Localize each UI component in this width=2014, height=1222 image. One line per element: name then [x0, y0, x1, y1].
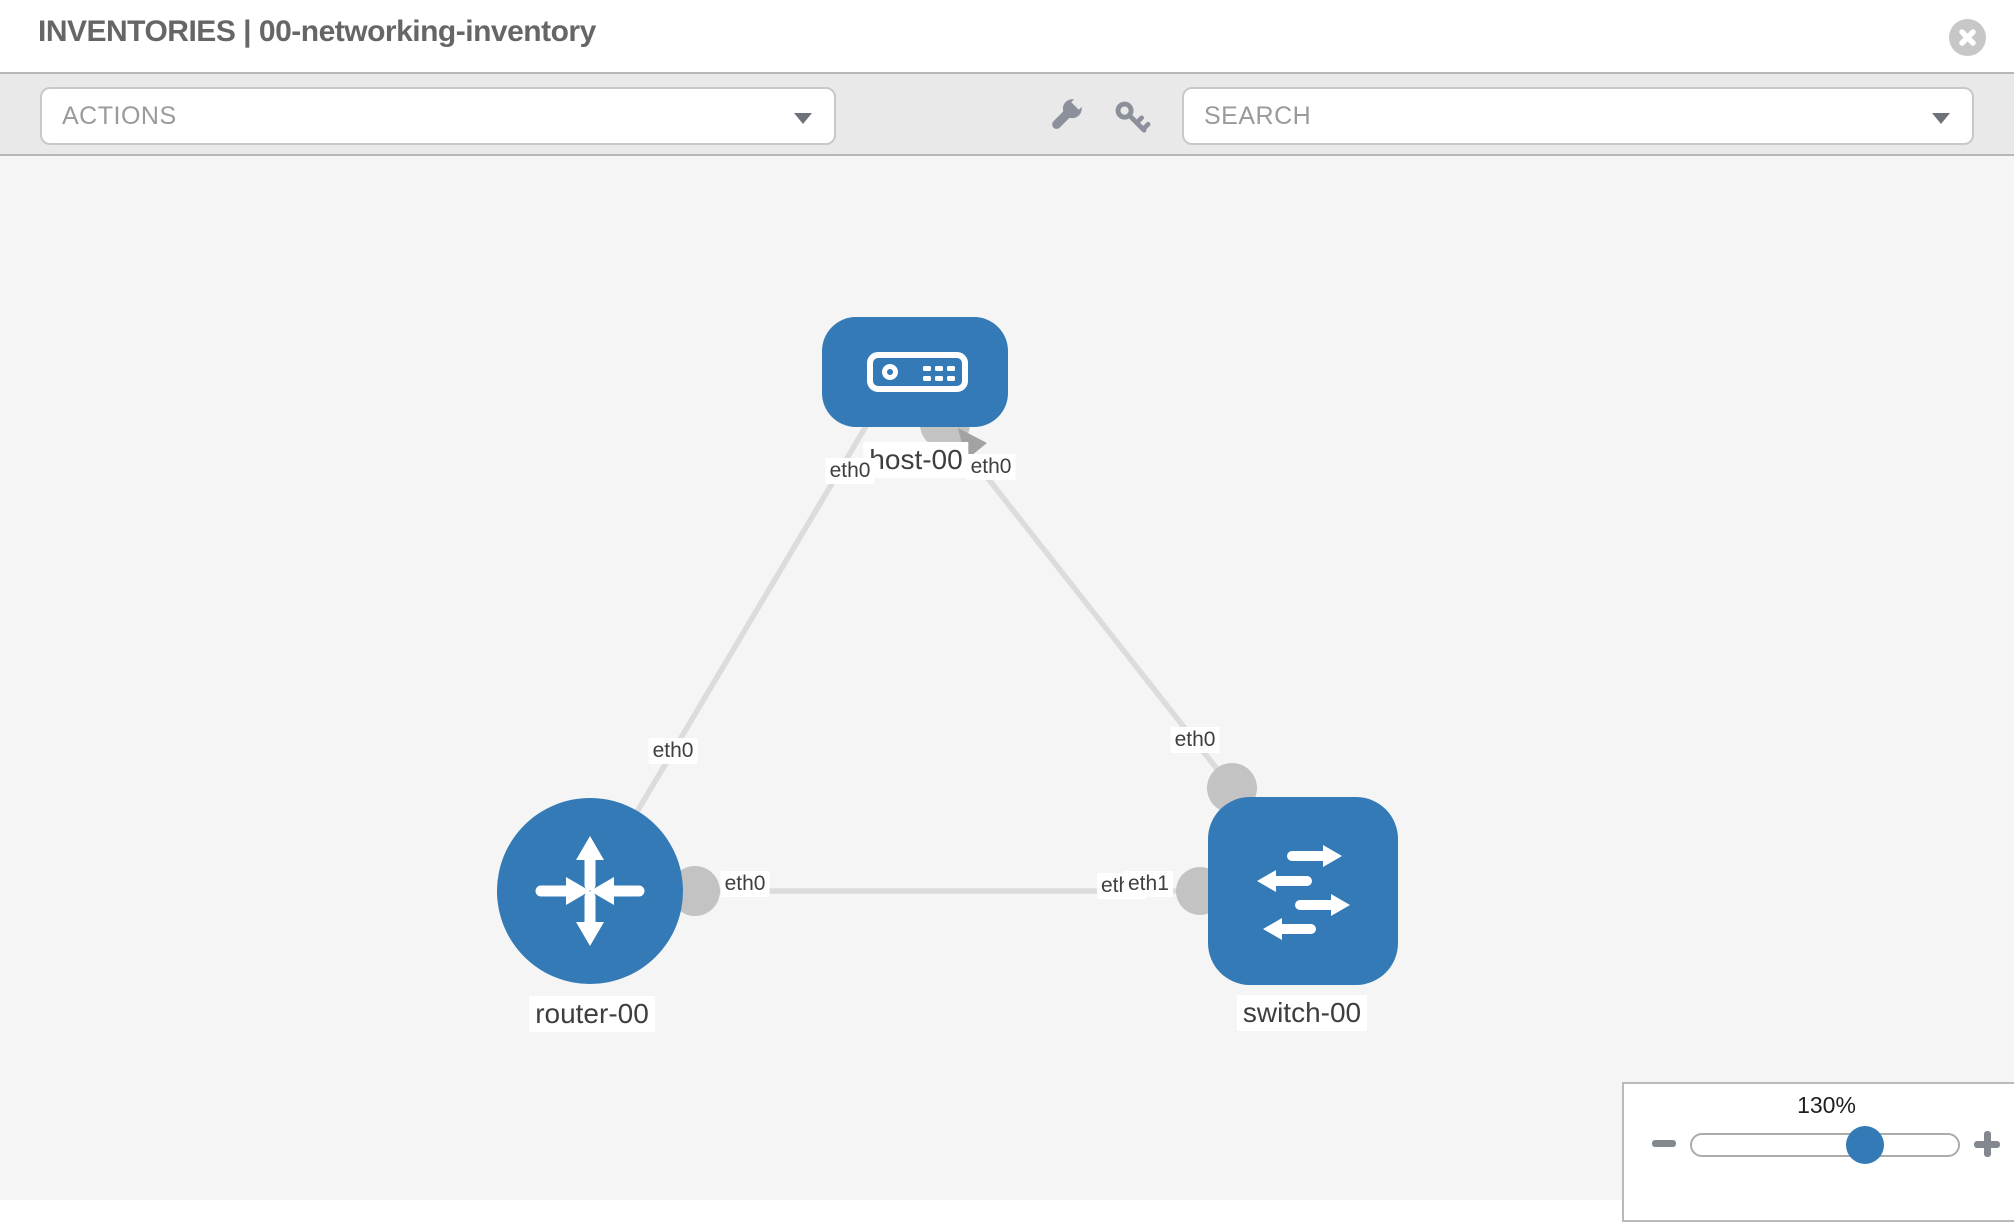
close-button[interactable]	[1949, 19, 1986, 56]
iface-label-host-right: eth0	[966, 454, 1016, 480]
page-title: INVENTORIES | 00-networking-inventory	[38, 15, 596, 48]
zoom-percentage: 130%	[1797, 1092, 1856, 1118]
link-router-host[interactable]	[587, 404, 881, 893]
port-router-right[interactable]	[670, 866, 720, 916]
actions-dropdown[interactable]: ACTIONS	[40, 87, 836, 145]
zoom-in-button[interactable]	[1974, 1131, 2000, 1157]
zoom-out-button[interactable]	[1652, 1140, 1676, 1147]
search-dropdown[interactable]: SEARCH	[1182, 87, 1974, 145]
node-switch-00[interactable]	[1208, 797, 1398, 985]
router-icon	[520, 821, 660, 961]
panel-header: INVENTORIES | 00-networking-inventory	[0, 0, 2014, 72]
node-label-router: router-00	[529, 996, 655, 1032]
zoom-slider-track[interactable]	[1690, 1133, 1960, 1157]
wrench-icon[interactable]	[1046, 93, 1088, 140]
key-icon[interactable]	[1114, 100, 1152, 141]
actions-dropdown-label: ACTIONS	[62, 101, 177, 130]
close-icon	[1958, 28, 1977, 47]
host-icon	[857, 344, 973, 400]
chevron-down-icon	[1932, 113, 1950, 124]
node-label-host: host-00	[863, 442, 969, 478]
node-label-switch: switch-00	[1236, 995, 1368, 1031]
toolbar: ACTIONS SEARCH	[0, 72, 2014, 156]
node-host-00[interactable]	[822, 317, 1008, 427]
iface-label-switch-top: eth0	[1170, 727, 1220, 753]
node-router-00[interactable]	[497, 798, 683, 984]
zoom-slider-handle[interactable]	[1846, 1126, 1884, 1164]
iface-label-router-right: eth0	[720, 871, 770, 897]
zoom-control-panel: 130%	[1622, 1082, 2014, 1222]
topology-canvas[interactable]: host-00 router-00 switch-00 eth0 eth0 et…	[0, 156, 2014, 1200]
plus-icon	[1984, 1131, 1991, 1157]
search-dropdown-label: SEARCH	[1204, 101, 1312, 130]
chevron-down-icon	[794, 113, 812, 124]
topology-links-layer	[587, 399, 1257, 916]
switch-icon	[1232, 821, 1374, 961]
iface-label-host-left: eth0	[825, 458, 875, 484]
iface-label-switch-left-over: eth1	[1124, 871, 1173, 897]
iface-label-router-top: eth0	[648, 738, 698, 764]
